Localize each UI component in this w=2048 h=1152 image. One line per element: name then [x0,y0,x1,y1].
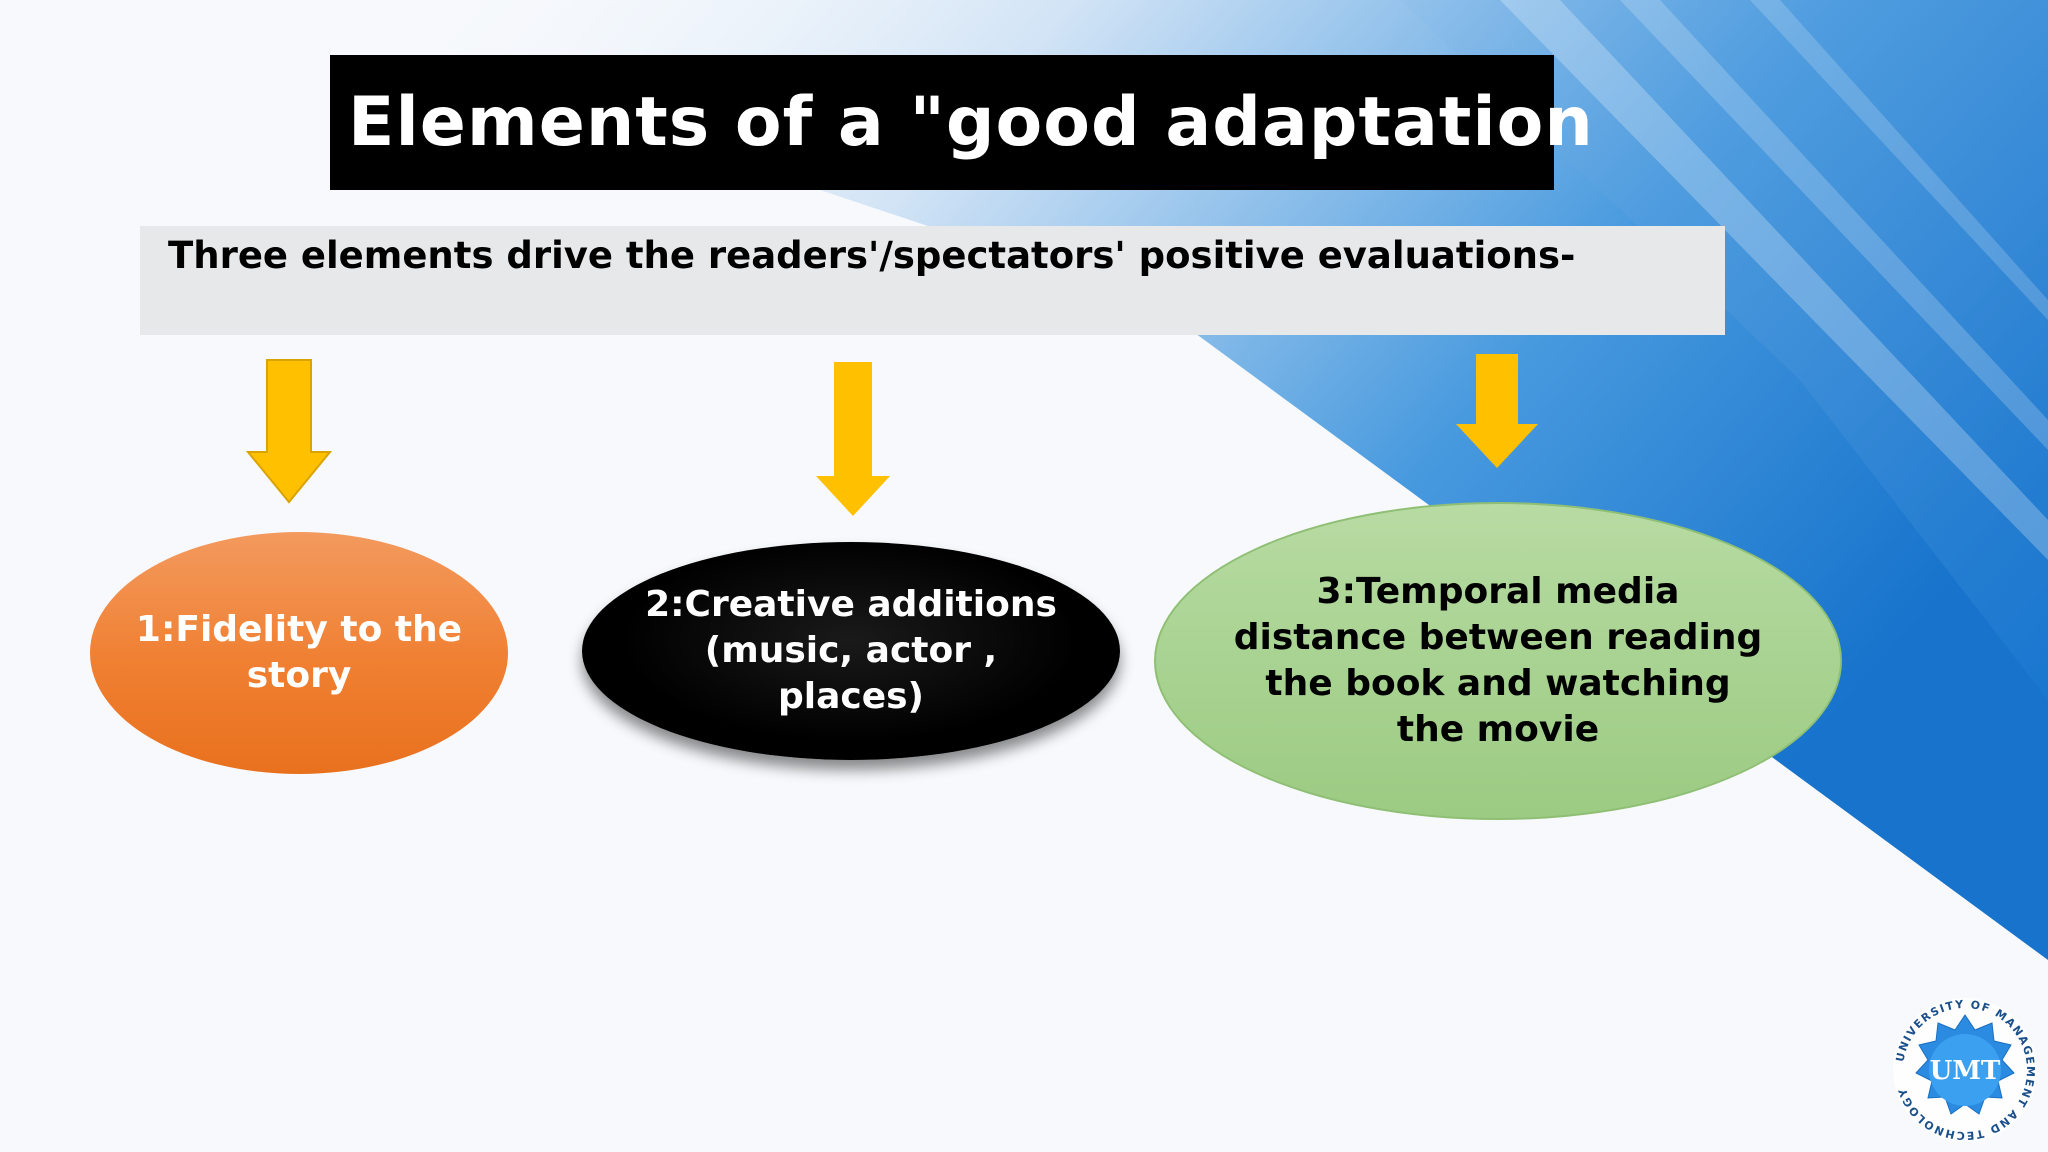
down-arrow-2 [816,362,890,516]
down-arrow-3 [1456,354,1538,468]
element-label-2: 2:Creative additions (music, actor , pla… [645,584,1057,717]
down-arrow-1 [246,359,332,504]
subtitle-banner: Three elements drive the readers'/specta… [140,226,1725,335]
element-label-1: 1:Fidelity to the story [135,609,463,696]
logo-abbreviation: UMT [1930,1056,2001,1086]
slide-title: Elements of a "good adaptation [348,83,1594,162]
slide-subtitle: Three elements drive the readers'/specta… [168,234,1576,277]
element-ellipse-creative-additions: 2:Creative additions (music, actor , pla… [582,542,1120,760]
title-banner: Elements of a "good adaptation [330,55,1593,190]
element-ellipse-temporal-distance: 3:Temporal media distance between readin… [1154,502,1842,820]
element-label-3: 3:Temporal media distance between readin… [1233,571,1763,750]
umt-logo: UNIVERSITY OF MANAGEMENT AND TECHNOLOGY … [1893,998,2037,1142]
element-ellipse-fidelity: 1:Fidelity to the story [90,532,508,774]
